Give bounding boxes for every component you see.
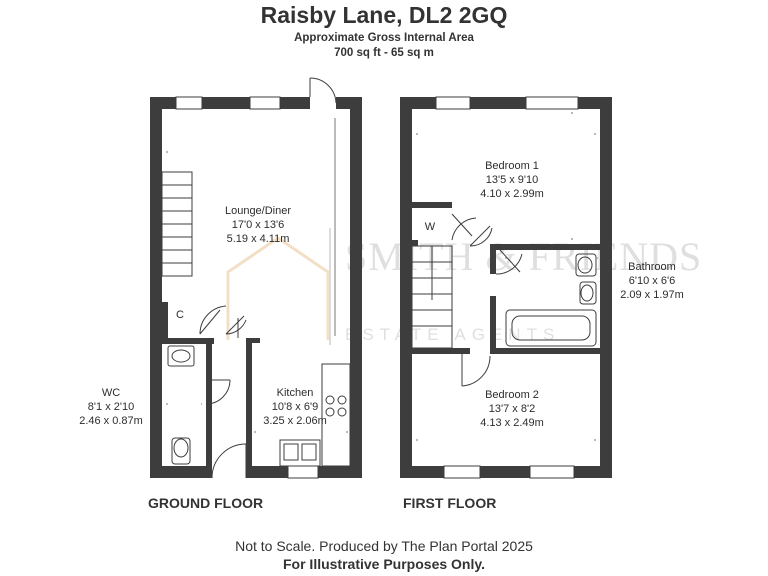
ground-stairs <box>161 171 193 277</box>
footer-disclaimer: Not to Scale. Produced by The Plan Porta… <box>235 538 533 554</box>
ground-floor-label: GROUND FLOOR <box>148 495 264 511</box>
area-value: 700 sq ft - 65 sq m <box>334 47 434 59</box>
kitchen-fittings <box>279 363 351 467</box>
room-label-wardrobe: W <box>416 220 444 234</box>
bathroom-fittings <box>505 253 597 347</box>
room-metric: 2.46 x 0.87m <box>79 415 143 427</box>
watermark-house-icon <box>226 236 330 340</box>
room-label-bedroom2: Bedroom 2 13'7 x 8'2 4.13 x 2.49m <box>460 388 564 430</box>
room-metric: 2.09 x 1.97m <box>620 289 684 301</box>
room-imperial: 8'1 x 2'10 <box>87 401 135 413</box>
room-name: Bedroom 2 <box>485 389 539 401</box>
room-metric: 4.13 x 2.49m <box>480 417 544 429</box>
ground-internal-doors <box>199 305 247 405</box>
room-label-bathroom: Bathroom 6'10 x 6'6 2.09 x 1.97m <box>612 260 692 302</box>
first-floor-label: FIRST FLOOR <box>403 495 497 511</box>
room-label-wc: WC 8'1 x 2'10 2.46 x 0.87m <box>68 386 154 428</box>
front-door <box>211 77 337 479</box>
room-name: WC <box>101 387 121 399</box>
area-caption: Approximate Gross Internal Area <box>294 32 474 44</box>
ground-dimension-lines <box>166 118 348 433</box>
room-imperial: 13'5 x 9'10 <box>485 174 539 186</box>
room-imperial: 10'8 x 6'9 <box>271 401 319 413</box>
room-metric: 4.10 x 2.99m <box>480 188 544 200</box>
room-label-cupboard: C <box>162 308 198 322</box>
room-imperial: 17'0 x 13'6 <box>231 219 285 231</box>
plan-title: Raisby Lane, DL2 2GQ <box>260 2 508 28</box>
room-name: Lounge/Diner <box>224 205 292 217</box>
room-metric: 5.19 x 4.11m <box>226 233 290 245</box>
room-name: Kitchen <box>276 387 314 399</box>
room-imperial: 13'7 x 8'2 <box>488 403 536 415</box>
room-metric: 3.25 x 2.06m <box>263 415 327 427</box>
room-label-bedroom1: Bedroom 1 13'5 x 9'10 4.10 x 2.99m <box>460 159 564 201</box>
watermark-line2: ESTATE AGENTS <box>345 325 560 344</box>
room-name: W <box>424 221 436 233</box>
footer-illustrative: For Illustrative Purposes Only. <box>282 556 485 572</box>
room-name: C <box>176 309 184 321</box>
room-label-lounge: Lounge/Diner 17'0 x 13'6 5.19 x 4.11m <box>198 204 318 246</box>
room-name: Bedroom 1 <box>485 160 539 172</box>
first-stairs <box>411 245 453 349</box>
first-internal-doors <box>451 213 523 387</box>
room-label-kitchen: Kitchen 10'8 x 6'9 3.25 x 2.06m <box>250 386 340 428</box>
first-windows <box>435 96 579 479</box>
ground-windows <box>175 96 319 479</box>
wc-fittings <box>167 345 195 465</box>
room-name: Bathroom <box>628 261 676 273</box>
room-imperial: 6'10 x 6'6 <box>628 275 676 287</box>
